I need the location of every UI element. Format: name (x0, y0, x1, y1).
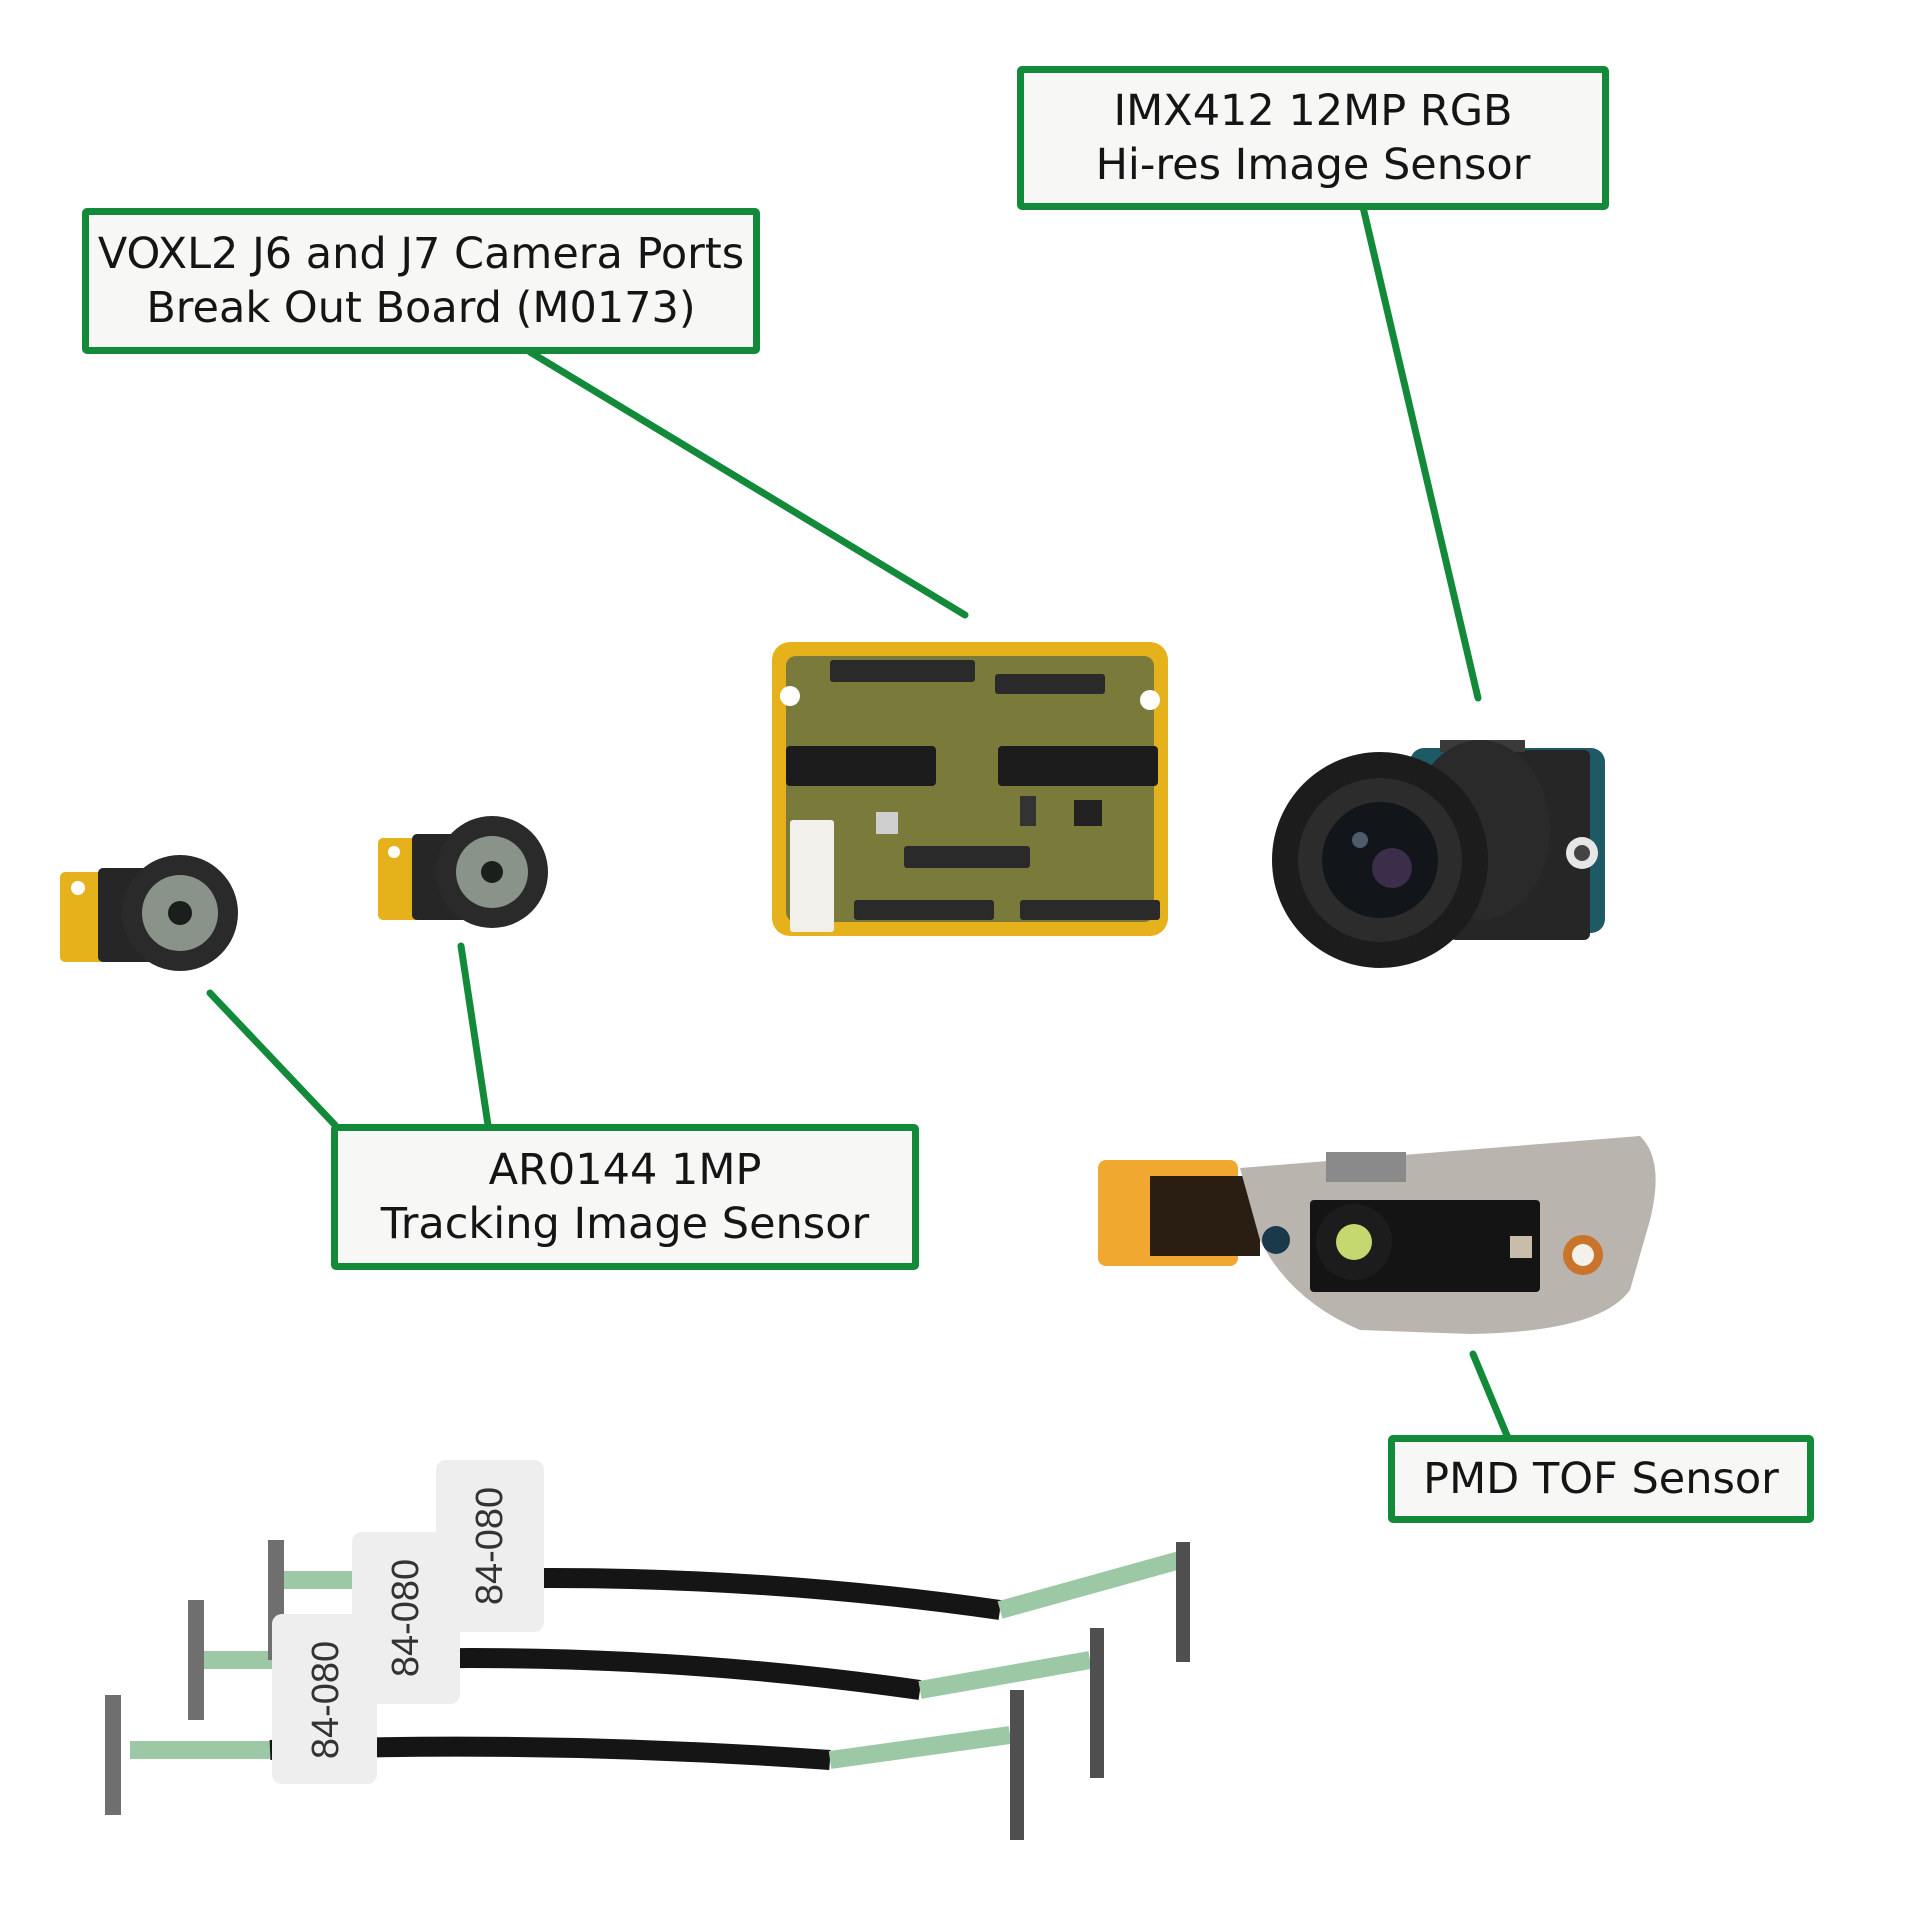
label-ar0144: AR0144 1MP Tracking Image Sensor (331, 1124, 919, 1270)
breakout-board-m0173 (772, 642, 1168, 936)
label-voxl2-line1: VOXL2 J6 and J7 Camera Ports (97, 229, 745, 279)
leader-line-imx412 (1359, 203, 1482, 702)
ar0144-camera-left (60, 855, 238, 971)
cable-tag-2-text: 84-080 (385, 1559, 427, 1677)
coax-cables: 84-080 84-080 84-080 (105, 1460, 1190, 1840)
leader-lines (206, 203, 1512, 1442)
label-imx412-line2: Hi-res Image Sensor (1095, 140, 1531, 190)
label-imx412-line1: IMX412 12MP RGB (1113, 86, 1513, 136)
leader-line-ar0144-right (457, 942, 492, 1129)
label-ar0144-line1: AR0144 1MP (488, 1145, 762, 1195)
ar0144-camera-right (378, 816, 548, 928)
leader-line-voxl2 (526, 348, 969, 619)
pmd-tof-sensor (1098, 1136, 1656, 1334)
cable-tag-3: 84-080 (436, 1460, 544, 1632)
label-pmd-tof-line1: PMD TOF Sensor (1423, 1454, 1779, 1504)
label-voxl2-breakout: VOXL2 J6 and J7 Camera Ports Break Out B… (82, 208, 760, 354)
cable-1 (105, 1690, 1024, 1840)
label-pmd-tof: PMD TOF Sensor (1388, 1435, 1814, 1523)
label-ar0144-line2: Tracking Image Sensor (380, 1199, 870, 1249)
label-voxl2-line2: Break Out Board (M0173) (146, 283, 696, 333)
cable-tag-3-text: 84-080 (469, 1487, 511, 1605)
imx412-camera (1272, 740, 1605, 968)
leader-line-ar0144-left (206, 989, 339, 1129)
cable-tag-1: 84-080 (272, 1614, 377, 1784)
label-imx412: IMX412 12MP RGB Hi-res Image Sensor (1017, 66, 1609, 210)
leader-line-pmd-tof (1469, 1350, 1512, 1442)
cable-tag-2: 84-080 (352, 1532, 460, 1704)
cable-tag-1-text: 84-080 (305, 1641, 347, 1759)
